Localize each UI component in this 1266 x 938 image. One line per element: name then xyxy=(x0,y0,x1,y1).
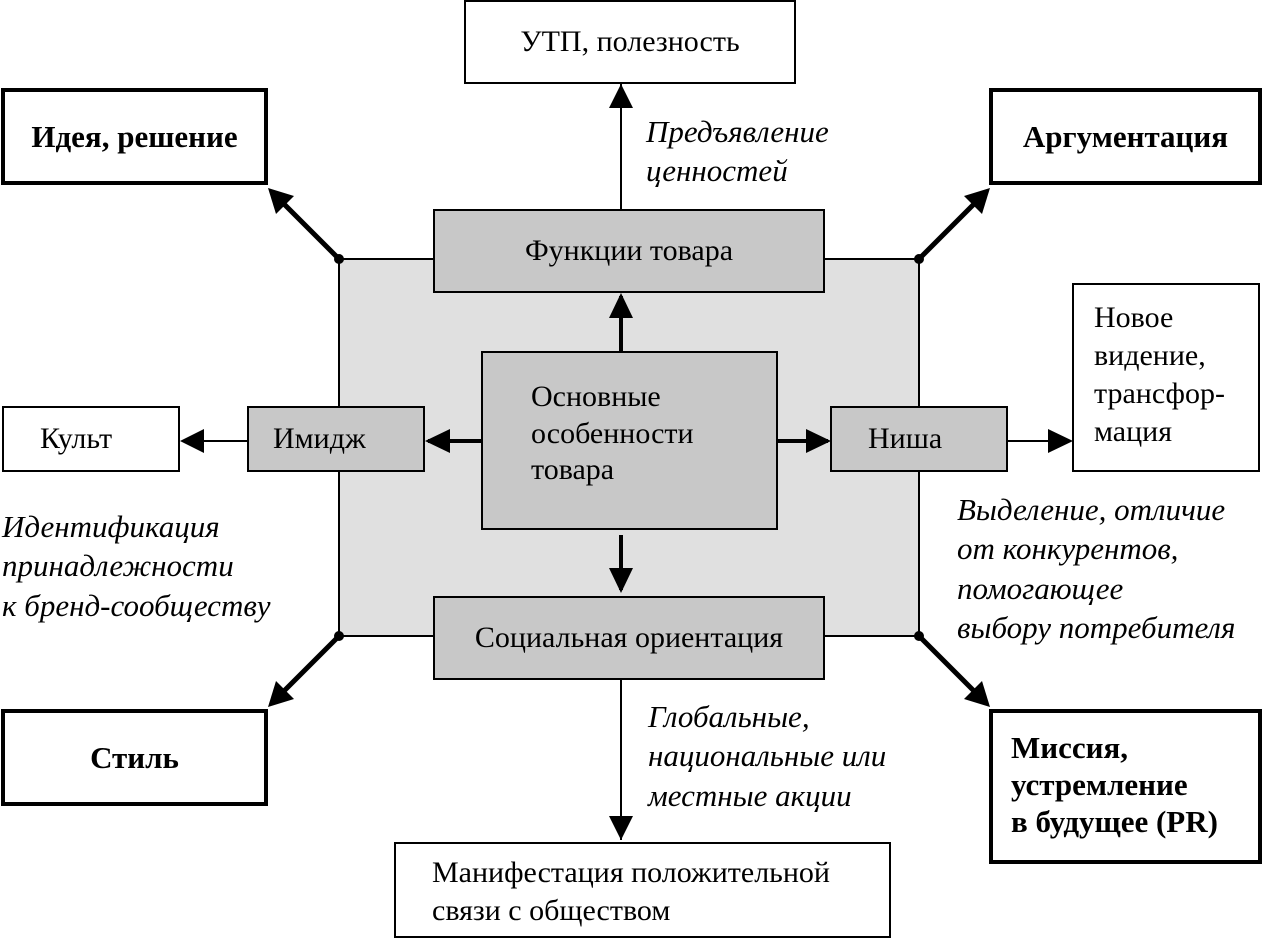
note-identification-line-3: к бренд-сообществу xyxy=(2,587,271,623)
note-distinction-line-2: от конкурентов, xyxy=(957,531,1179,567)
arrowhead-utp xyxy=(609,84,633,108)
node-new-vision-line-3: трансфор- xyxy=(1094,377,1225,411)
node-utp: УТП, полезность xyxy=(464,0,796,84)
note-actions-line-1: Глобальные, xyxy=(648,699,810,734)
node-mission-line-1: Миссия, xyxy=(1011,730,1129,765)
arrow-diag-bottom-left xyxy=(281,634,341,694)
arrowhead-cult xyxy=(180,429,204,453)
arrowhead-social xyxy=(609,568,633,593)
node-functions: Функции товара xyxy=(433,209,825,293)
arrowhead-argumentation xyxy=(964,188,990,214)
arrowhead-vision xyxy=(1048,429,1073,453)
note-distinction-line-1: Выделение, отличие xyxy=(957,492,1226,527)
arrow-diag-top-right xyxy=(917,201,977,261)
note-identification-line-2: принадлежности xyxy=(2,548,234,584)
note-values-line-2: ценностей xyxy=(646,153,788,189)
node-argumentation: Аргументация xyxy=(989,88,1262,185)
note-actions: Глобальные, национальные или местные акц… xyxy=(648,697,886,815)
arrowhead-mission xyxy=(964,681,990,707)
note-distinction: Выделение, отличие от конкурентов, помог… xyxy=(957,490,1235,647)
node-style-label: Стиль xyxy=(90,739,179,775)
node-mission: Миссия, устремление в будущее (PR) xyxy=(989,709,1262,864)
arrowhead-manifest xyxy=(609,816,633,840)
node-new-vision: Новое видение, трансфор- мация xyxy=(1072,283,1260,472)
arrowhead-niche xyxy=(806,429,831,453)
node-new-vision-line-4: мация xyxy=(1094,415,1173,449)
node-argumentation-label: Аргументация xyxy=(1022,118,1229,154)
arrow-diag-top-left xyxy=(281,201,341,261)
node-image: Имидж xyxy=(247,406,425,472)
node-mission-line-2: устремление xyxy=(1011,767,1188,803)
node-idea: Идея, решение xyxy=(1,88,268,185)
node-dot-top-right xyxy=(914,254,924,264)
node-new-vision-line-1: Новое xyxy=(1094,301,1174,334)
note-identification: Идентификация принадлежности к бренд-соо… xyxy=(2,507,271,625)
arrowhead-image xyxy=(425,429,450,453)
note-values: Предъявление ценностей xyxy=(646,112,829,191)
node-core-line-1: Основные xyxy=(531,380,661,413)
node-core: Основные особенности товара xyxy=(481,351,778,530)
node-manifest-line-1: Манифестация положительной xyxy=(432,856,830,889)
node-social: Социальная ориентация xyxy=(433,596,825,680)
note-distinction-line-4: выбору потребителя xyxy=(957,610,1236,646)
node-image-label: Имидж xyxy=(273,421,366,455)
node-niche: Ниша xyxy=(830,406,1008,472)
node-functions-label: Функции товара xyxy=(524,233,734,267)
node-cult-label: Культ xyxy=(40,421,113,455)
node-manifest: Манифестация положительной связи с общес… xyxy=(394,842,891,938)
arrowhead-style xyxy=(268,681,294,707)
node-dot-top-left xyxy=(334,254,344,264)
node-social-label: Социальная ориентация xyxy=(474,620,784,654)
node-mission-line-3: в будущее (PR) xyxy=(1011,804,1218,840)
node-manifest-line-2: связи с обществом xyxy=(432,894,671,928)
note-identification-line-1: Идентификация xyxy=(2,509,220,544)
note-distinction-line-3: помогающее xyxy=(957,570,1124,606)
node-dot-bottom-right xyxy=(914,631,924,641)
node-core-line-3: товара xyxy=(531,453,615,487)
node-cult: Культ xyxy=(2,406,180,472)
node-new-vision-line-2: видение, xyxy=(1094,339,1206,373)
note-values-line-1: Предъявление xyxy=(646,114,829,149)
node-dot-bottom-left xyxy=(334,631,344,641)
note-actions-line-3: местные акции xyxy=(648,777,852,813)
arrowhead-idea xyxy=(268,188,294,214)
arrowhead-functions xyxy=(609,293,633,318)
node-idea-label: Идея, решение xyxy=(31,118,238,154)
node-utp-label: УТП, полезность xyxy=(520,24,740,58)
node-style: Стиль xyxy=(1,709,268,806)
arrow-diag-bottom-right xyxy=(917,634,977,694)
node-core-line-2: особенности xyxy=(531,416,694,450)
node-niche-label: Ниша xyxy=(868,421,943,455)
note-actions-line-2: национальные или xyxy=(648,738,887,774)
